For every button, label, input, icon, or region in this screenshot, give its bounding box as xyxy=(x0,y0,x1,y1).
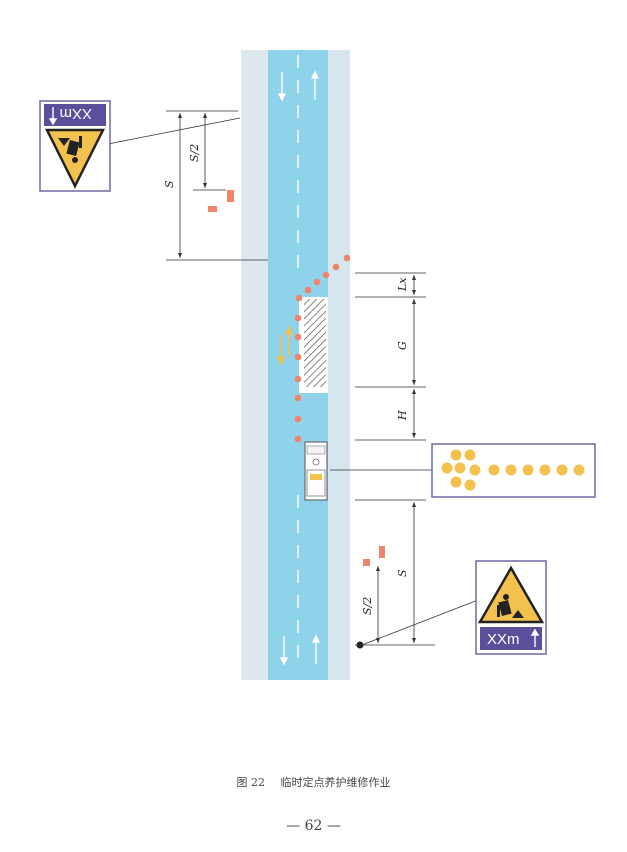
arrow-panel-lamp xyxy=(464,479,476,491)
label-s-half-bottom: S/2 xyxy=(361,597,374,615)
road-work-icon-inverted xyxy=(58,136,82,163)
dimension-lines-top xyxy=(166,110,268,261)
arrow-panel-lamp xyxy=(464,449,476,461)
cone xyxy=(294,353,302,361)
label-s-bottom: S xyxy=(396,569,409,577)
cone xyxy=(304,286,312,294)
cone xyxy=(313,278,321,286)
bottom-sign-distance-text: XXm xyxy=(487,631,520,648)
arrow-panel-lamp xyxy=(469,464,481,476)
top-sign-arrow-icon xyxy=(48,107,58,126)
red-sign-marker-bottom xyxy=(363,546,385,566)
cone xyxy=(294,415,302,423)
leader-line-top-sign xyxy=(107,117,241,145)
work-zone-hatched xyxy=(304,299,326,387)
warning-vehicle-icon xyxy=(304,441,328,501)
label-lx: Lx xyxy=(396,277,409,292)
arrow-panel-lamp xyxy=(539,464,551,476)
arrow-panel-lamp xyxy=(450,449,462,461)
label-g: G xyxy=(396,341,409,350)
red-sign-marker-top xyxy=(208,190,234,212)
dimension-arrowheads-top xyxy=(178,113,207,258)
road-work-icon xyxy=(497,594,524,618)
arrow-up-top-icon xyxy=(310,70,320,100)
yellow-arrow-up-icon xyxy=(284,325,294,356)
arrow-up-bottom-icon xyxy=(311,634,321,664)
cone xyxy=(294,435,302,443)
label-s-top: S xyxy=(163,180,176,188)
arrow-panel-lamp xyxy=(505,464,517,476)
yellow-arrow-down-icon xyxy=(276,335,286,366)
arrow-panel-lamp xyxy=(573,464,585,476)
cone xyxy=(332,263,340,271)
figure-caption: 图 22 临时定点养护维修作业 xyxy=(0,774,627,790)
dimension-lines-right xyxy=(355,272,435,646)
page-number: — 62 — xyxy=(286,818,341,834)
arrow-panel-lamp xyxy=(441,462,453,474)
cone xyxy=(294,375,302,383)
arrow-panel-lamp xyxy=(450,476,462,488)
bottom-warning-sign: XXm xyxy=(475,560,547,655)
cone xyxy=(295,294,303,302)
figure-title: 临时定点养护维修作业 xyxy=(280,776,391,789)
top-warning-sign: XXm xyxy=(39,100,111,192)
cone xyxy=(322,271,330,279)
arrow-panel-lamp xyxy=(522,464,534,476)
arrow-panel-sign xyxy=(431,443,596,498)
arrow-down-bottom-icon xyxy=(279,636,289,666)
arrow-panel-lamp xyxy=(488,464,500,476)
label-h: H xyxy=(396,410,409,421)
bottom-sign-arrow-icon xyxy=(530,628,540,647)
road-shoulder-edge xyxy=(328,50,350,680)
label-s-half-top: S/2 xyxy=(188,144,201,162)
arrow-down-top-icon xyxy=(277,72,287,102)
bottom-sign-triangle xyxy=(477,565,545,624)
arrow-panel-lamp xyxy=(454,462,466,474)
top-sign-distance-text: XXm xyxy=(59,105,92,122)
cone xyxy=(294,394,302,402)
cone xyxy=(294,314,302,322)
cone xyxy=(343,254,351,262)
leader-line-bottom-sign xyxy=(361,599,479,646)
arrow-panel-lamp xyxy=(556,464,568,476)
figure-number: 图 22 xyxy=(236,776,266,789)
dimension-arrowheads-right xyxy=(376,275,416,643)
traffic-cones xyxy=(294,254,351,443)
cone xyxy=(294,333,302,341)
